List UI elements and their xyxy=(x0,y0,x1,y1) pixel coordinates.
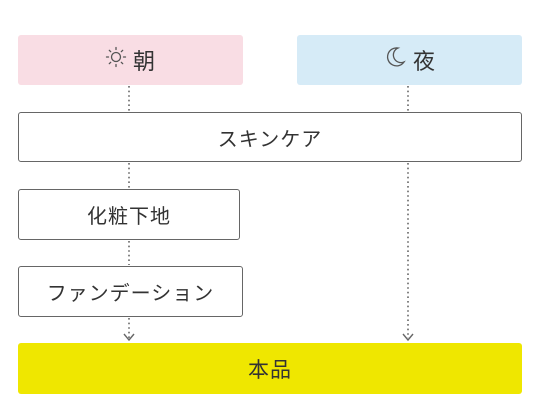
step-primer: 化粧下地 xyxy=(18,189,240,240)
primer-label: 化粧下地 xyxy=(87,204,171,228)
night-label: 夜 xyxy=(412,50,436,75)
night-header: 夜 xyxy=(297,35,522,85)
arrowhead-morning xyxy=(123,333,135,342)
skincare-label: スキンケア xyxy=(217,126,323,151)
sun-icon xyxy=(105,46,127,74)
crescent-moon-icon xyxy=(383,45,407,75)
foundation-label: ファンデーション xyxy=(46,281,215,305)
product-label: 本品 xyxy=(248,357,292,382)
arrowhead-night xyxy=(402,333,414,342)
morning-label: 朝 xyxy=(132,50,156,75)
step-skincare: スキンケア xyxy=(18,112,522,162)
morning-header: 朝 xyxy=(18,35,243,85)
final-product: 本品 xyxy=(18,343,522,394)
step-foundation: ファンデーション xyxy=(18,266,243,317)
